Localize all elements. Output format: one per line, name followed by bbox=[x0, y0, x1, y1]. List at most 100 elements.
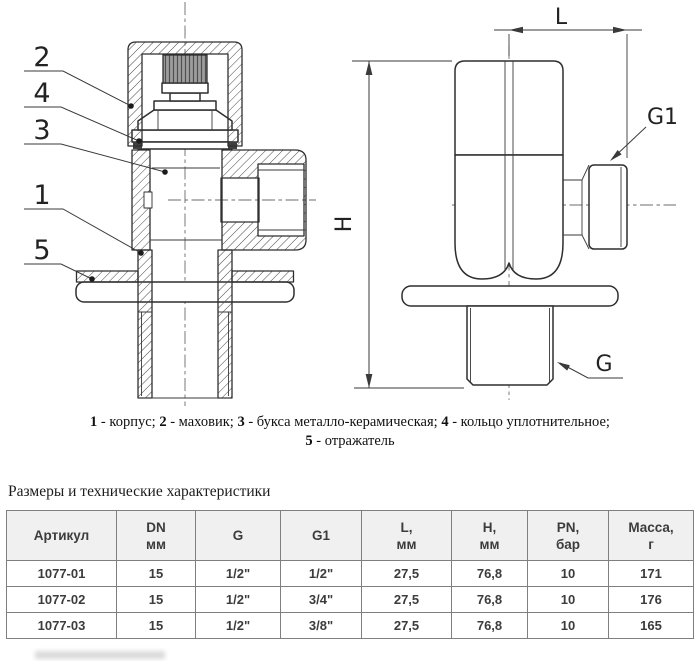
table-row: 1077-01 15 1/2" 1/2" 27,5 76,8 10 171 bbox=[6, 560, 694, 587]
table-cell: 1077-02 bbox=[6, 586, 117, 613]
right-external-view: H L G1 G bbox=[332, 5, 678, 400]
valve-technical-drawing: 2 4 3 1 5 bbox=[24, 2, 678, 406]
tail-thread-lines bbox=[138, 311, 232, 399]
bottom-thread-lines bbox=[470, 308, 550, 382]
body-lobes-profile bbox=[454, 154, 564, 280]
G1-callout: G1 bbox=[610, 105, 678, 161]
G1-label: G1 bbox=[647, 105, 678, 130]
caption-num: 1 bbox=[90, 414, 98, 430]
caption-sep: - bbox=[448, 414, 461, 430]
handwheel-profile bbox=[454, 60, 564, 156]
caption-suffix: ; bbox=[151, 414, 160, 430]
side-outlet-section bbox=[220, 149, 307, 251]
table-cell: 76,8 bbox=[451, 560, 528, 587]
caption-label: корпус bbox=[109, 414, 152, 430]
caption-suffix: ; bbox=[229, 414, 238, 430]
table-header-l: L,мм bbox=[361, 510, 452, 561]
cavity-step-notch bbox=[143, 191, 153, 209]
caption-sep: - bbox=[244, 414, 257, 430]
caption-num: 2 bbox=[159, 414, 167, 430]
table-cell: 1/2" bbox=[195, 612, 281, 639]
caption-sep: - bbox=[166, 414, 179, 430]
stem-collar bbox=[153, 100, 217, 111]
leader-dot-3 bbox=[162, 169, 168, 175]
outlet-cylinder bbox=[588, 164, 628, 250]
G-leader bbox=[559, 362, 623, 379]
table-cell: 76,8 bbox=[451, 612, 528, 639]
caption-label: отражатель bbox=[324, 433, 395, 449]
knurled-stem-head bbox=[162, 54, 208, 84]
table-cell: 165 bbox=[608, 612, 694, 639]
handwheel-shell bbox=[127, 41, 243, 147]
part-label-4: 4 bbox=[33, 78, 50, 109]
table-cell: 15 bbox=[116, 586, 196, 613]
table-header-pn: PN,бар bbox=[527, 510, 609, 561]
caption-item-2: 2 - маховик; bbox=[159, 414, 237, 430]
hex-flat-lines bbox=[157, 111, 213, 130]
left-section-view: 2 4 3 1 5 bbox=[24, 2, 316, 406]
table-header-massa: Масса,г bbox=[608, 510, 694, 561]
tail-wall-left bbox=[137, 249, 153, 399]
G-callout: G bbox=[557, 352, 623, 379]
H-arrow-top bbox=[365, 61, 373, 75]
table-header-h: H,мм bbox=[451, 510, 528, 561]
tail-wall-right bbox=[217, 249, 233, 399]
part-leaders: 2 4 3 1 5 bbox=[24, 42, 168, 282]
table-cell: 176 bbox=[608, 586, 694, 613]
dimension-H: H bbox=[332, 60, 464, 389]
part-label-2: 2 bbox=[33, 42, 50, 73]
caption-num: 3 bbox=[237, 414, 245, 430]
outlet-neck-lines bbox=[563, 164, 622, 250]
parts-caption-text: 1 - корпус; 2 - маховик; 3 - букса метал… bbox=[90, 413, 610, 451]
caption-label: букса металло-керамическая bbox=[256, 414, 434, 430]
part-label-1: 1 bbox=[33, 180, 50, 211]
cropped-watermark-artifact bbox=[35, 651, 165, 659]
table-cell: 76,8 bbox=[451, 586, 528, 613]
body-parting-lines bbox=[504, 61, 514, 271]
table-cell: 3/8" bbox=[280, 612, 362, 639]
stem-cap bbox=[161, 82, 209, 94]
leader-dot-4 bbox=[136, 138, 142, 144]
table-cell: 3/4" bbox=[280, 586, 362, 613]
bonnet-lower-plate bbox=[137, 141, 233, 150]
H-arrow-bottom bbox=[365, 374, 373, 388]
L-arrow-right bbox=[613, 26, 627, 34]
H-label: H bbox=[332, 216, 357, 233]
caption-label: кольцо уплотнительное bbox=[460, 414, 606, 430]
table-header-g1: G1 bbox=[280, 510, 362, 561]
stem-neck bbox=[169, 92, 201, 102]
bonnet-plate bbox=[131, 129, 239, 143]
table-cell: 1/2" bbox=[195, 586, 281, 613]
leader-3 bbox=[24, 143, 166, 173]
reflector-plate bbox=[75, 281, 295, 303]
outlet-thread-and-cavity-lines bbox=[150, 167, 304, 241]
table-cell: 1077-01 bbox=[6, 560, 117, 587]
table-cell: 15 bbox=[116, 560, 196, 587]
part-label-5: 5 bbox=[33, 235, 50, 266]
caption-item-3: 3 - букса металло-керамическая; bbox=[237, 414, 441, 430]
table-row: 1077-02 15 1/2" 3/4" 27,5 76,8 10 176 bbox=[6, 586, 694, 613]
caption-suffix: ; bbox=[605, 414, 610, 430]
table-cell: 10 bbox=[527, 586, 609, 613]
leader-4 bbox=[24, 106, 140, 142]
table-cell: 10 bbox=[527, 560, 609, 587]
G-label: G bbox=[595, 352, 612, 377]
table-cell: 15 bbox=[116, 612, 196, 639]
reflector-hatch-right bbox=[231, 270, 295, 283]
table-header-g: G bbox=[195, 510, 281, 561]
table-cell: 27,5 bbox=[361, 586, 452, 613]
table-cell: 1077-03 bbox=[6, 612, 117, 639]
L-label: L bbox=[555, 5, 568, 30]
table-cell: 10 bbox=[527, 612, 609, 639]
caption-item-1: 1 - корпус; bbox=[90, 414, 159, 430]
bottom-thread-stub bbox=[466, 305, 554, 386]
dimension-L: L bbox=[494, 5, 642, 158]
table-cell: 27,5 bbox=[361, 612, 452, 639]
caption-label: маховик bbox=[178, 414, 230, 430]
L-extension-lines bbox=[508, 34, 628, 158]
leader-2 bbox=[24, 70, 132, 107]
caption-sep: - bbox=[97, 414, 110, 430]
